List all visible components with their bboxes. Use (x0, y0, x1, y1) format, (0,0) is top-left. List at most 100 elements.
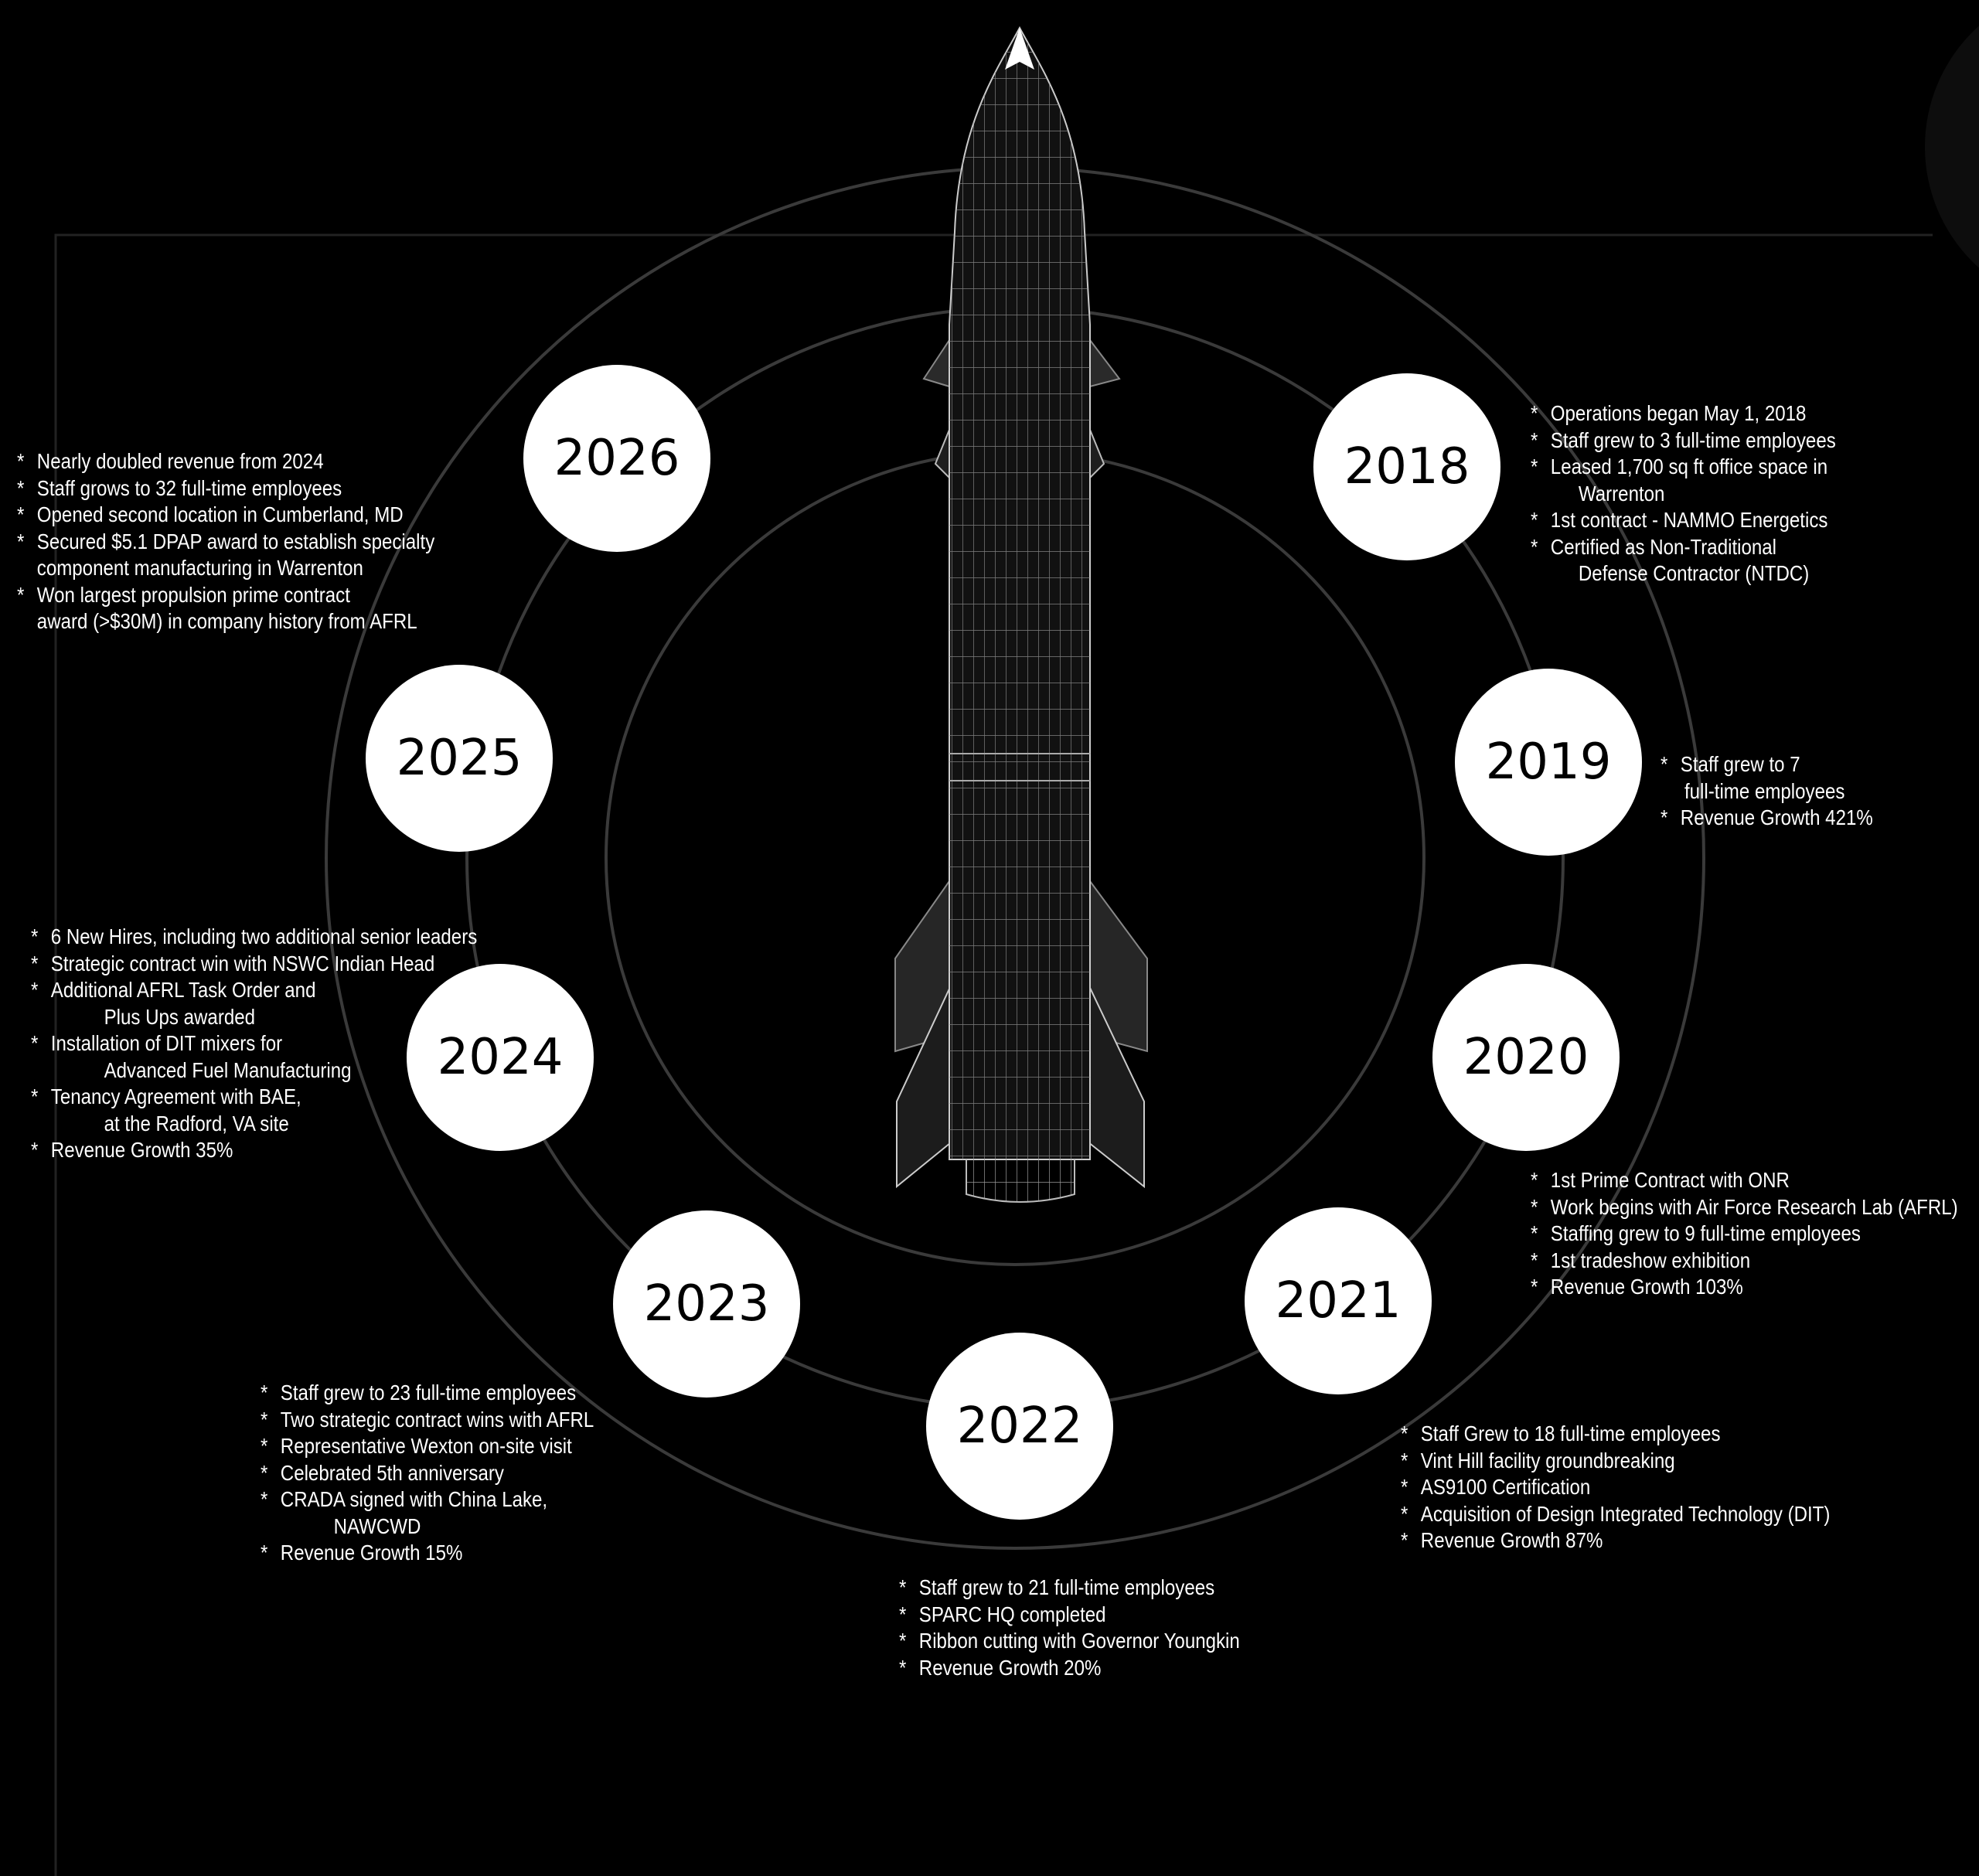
year-label: 2018 (1344, 438, 1470, 495)
list-item-text: Revenue Growth 20% (918, 1655, 1102, 1680)
bullet-icon: * (261, 1487, 268, 1511)
bullet-icon: * (1531, 1221, 1538, 1245)
bullet-icon: * (31, 924, 39, 948)
list-item-text: Defense Contractor (NTDC) (1578, 561, 1810, 585)
list-item-text: Certified as Non-Traditional (1550, 534, 1777, 559)
list-item-text: 1st tradeshow exhibition (1550, 1248, 1751, 1272)
list-item-text: Revenue Growth 87% (1420, 1528, 1603, 1552)
bullet-icon: * (261, 1460, 268, 1485)
bullet-icon: * (1531, 1248, 1538, 1272)
bullet-icon: * (17, 582, 25, 607)
list-item-text: Leased 1,700 sq ft office space in (1550, 455, 1828, 478)
list-item-text: Operations began May 1, 2018 (1550, 401, 1807, 425)
bullet-icon: * (1531, 427, 1538, 452)
year-label: 2021 (1275, 1272, 1402, 1330)
bullet-icon: * (899, 1602, 907, 1626)
list-item-text: Staffing grew to 9 full-time employees (1550, 1221, 1861, 1245)
list-item-text: Additional AFRL Task Order and (50, 978, 316, 1002)
list-item-text: Two strategic contract wins with AFRL (280, 1407, 594, 1432)
year-label: 2023 (643, 1275, 770, 1333)
list-item-text: 6 New Hires, including two additional se… (50, 924, 478, 948)
year-circle-2021: 2021 (1245, 1207, 1432, 1394)
list-item-text: 1st contract - NAMMO Energetics (1550, 508, 1828, 532)
list-item-text: Staff Grew to 18 full-time employees (1420, 1421, 1721, 1445)
bullet-icon: * (1531, 455, 1538, 478)
bullet-icon: * (17, 502, 25, 526)
list-item-text: Revenue Growth 421% (1680, 805, 1873, 829)
bullet-icon: * (1401, 1528, 1408, 1552)
bullet-icon: * (899, 1629, 907, 1653)
bullet-icon: * (17, 449, 25, 473)
list-item-text: Advanced Fuel Manufacturing (104, 1057, 352, 1082)
bullet-icon: * (261, 1541, 268, 1564)
bullet-icon: * (31, 951, 39, 975)
year-circle-2022: 2022 (926, 1333, 1113, 1520)
bullet-icon: * (31, 1138, 39, 1162)
list-item-text: Won largest propulsion prime contract (36, 582, 350, 607)
list-item-text: Staff grows to 32 full-time employees (36, 475, 342, 500)
list-item-text: component manufacturing in Warrenton (36, 556, 363, 580)
bullet-icon: * (261, 1381, 268, 1404)
bullet-icon: * (1401, 1501, 1408, 1526)
bullet-icon: * (1661, 752, 1668, 776)
list-item-text: Strategic contract win with NSWC Indian … (50, 951, 435, 975)
list-item-text: at the Radford, VA site (104, 1111, 289, 1135)
bullet-icon: * (1531, 1194, 1538, 1219)
bullet-icon: * (1401, 1448, 1408, 1473)
bullet-icon: * (1531, 1168, 1538, 1192)
year-circle-2026: 2026 (523, 365, 710, 552)
year-label: 2025 (396, 730, 523, 787)
list-item-text: Staff grew to 7 (1680, 752, 1800, 776)
list-item-text: Staff grew to 3 full-time employees (1550, 427, 1836, 452)
bullet-icon: * (31, 978, 39, 1002)
list-item-text: award (>$30M) in company history from AF… (36, 609, 417, 633)
year-circle-2019: 2019 (1455, 669, 1642, 856)
list-item-text: Staff grew to 23 full-time employees (280, 1381, 577, 1404)
list-item-text: Acquisition of Design Integrated Technol… (1420, 1501, 1831, 1526)
corner-decoration (1925, 26, 1979, 268)
bullet-icon: * (899, 1575, 907, 1599)
bullet-icon: * (1531, 534, 1538, 559)
list-item-text: Representative Wexton on-site visit (280, 1434, 572, 1458)
bullet-icon: * (31, 1084, 39, 1108)
year-label: 2019 (1485, 734, 1612, 791)
list-item-text: NAWCWD (333, 1513, 421, 1538)
year-circle-2020: 2020 (1432, 964, 1620, 1151)
bullet-icon: * (17, 529, 25, 553)
list-item-text: Plus Ups awarded (104, 1004, 256, 1029)
year-label: 2022 (956, 1398, 1083, 1455)
year-circle-2023: 2023 (613, 1210, 800, 1398)
year-label: 2020 (1463, 1029, 1589, 1086)
list-item-text: Celebrated 5th anniversary (280, 1460, 504, 1485)
list-item-text: Installation of DIT mixers for (50, 1031, 283, 1055)
bullet-icon: * (1401, 1421, 1408, 1445)
frame-line (54, 233, 1933, 1876)
list-item-text: Warrenton (1578, 481, 1665, 506)
bullet-icon: * (31, 1031, 39, 1055)
list-item-text: 1st Prime Contract with ONR (1550, 1168, 1790, 1192)
bullet-icon: * (1531, 508, 1538, 532)
year-circle-2025: 2025 (366, 665, 553, 852)
list-item-text: SPARC HQ completed (918, 1602, 1106, 1626)
list-item-text: Vint Hill facility groundbreaking (1420, 1448, 1675, 1473)
list-item-text: Secured $5.1 DPAP award to establish spe… (36, 529, 435, 553)
year-circle-2024: 2024 (407, 964, 594, 1151)
bullet-icon: * (261, 1434, 268, 1458)
bullet-icon: * (261, 1407, 268, 1432)
list-item-text: Opened second location in Cumberland, MD (36, 502, 404, 526)
list-item-text: CRADA signed with China Lake, (280, 1487, 548, 1511)
list-item-text: Revenue Growth 103% (1550, 1275, 1743, 1299)
bullet-icon: * (17, 475, 25, 500)
list-item-text: Revenue Growth 35% (50, 1138, 233, 1162)
bullet-icon: * (1661, 805, 1668, 829)
list-item-text: full-time employees (1684, 778, 1845, 803)
bullet-icon: * (1531, 401, 1538, 425)
list-item-text: Nearly doubled revenue from 2024 (36, 449, 324, 473)
bullet-icon: * (899, 1655, 907, 1680)
list-item-text: Revenue Growth 15% (280, 1541, 463, 1564)
year-label: 2026 (554, 430, 680, 487)
bullet-icon: * (1531, 1275, 1538, 1299)
year-circle-2018: 2018 (1313, 373, 1500, 560)
year-label: 2024 (437, 1029, 564, 1086)
rocket-illustration (894, 26, 1148, 1203)
